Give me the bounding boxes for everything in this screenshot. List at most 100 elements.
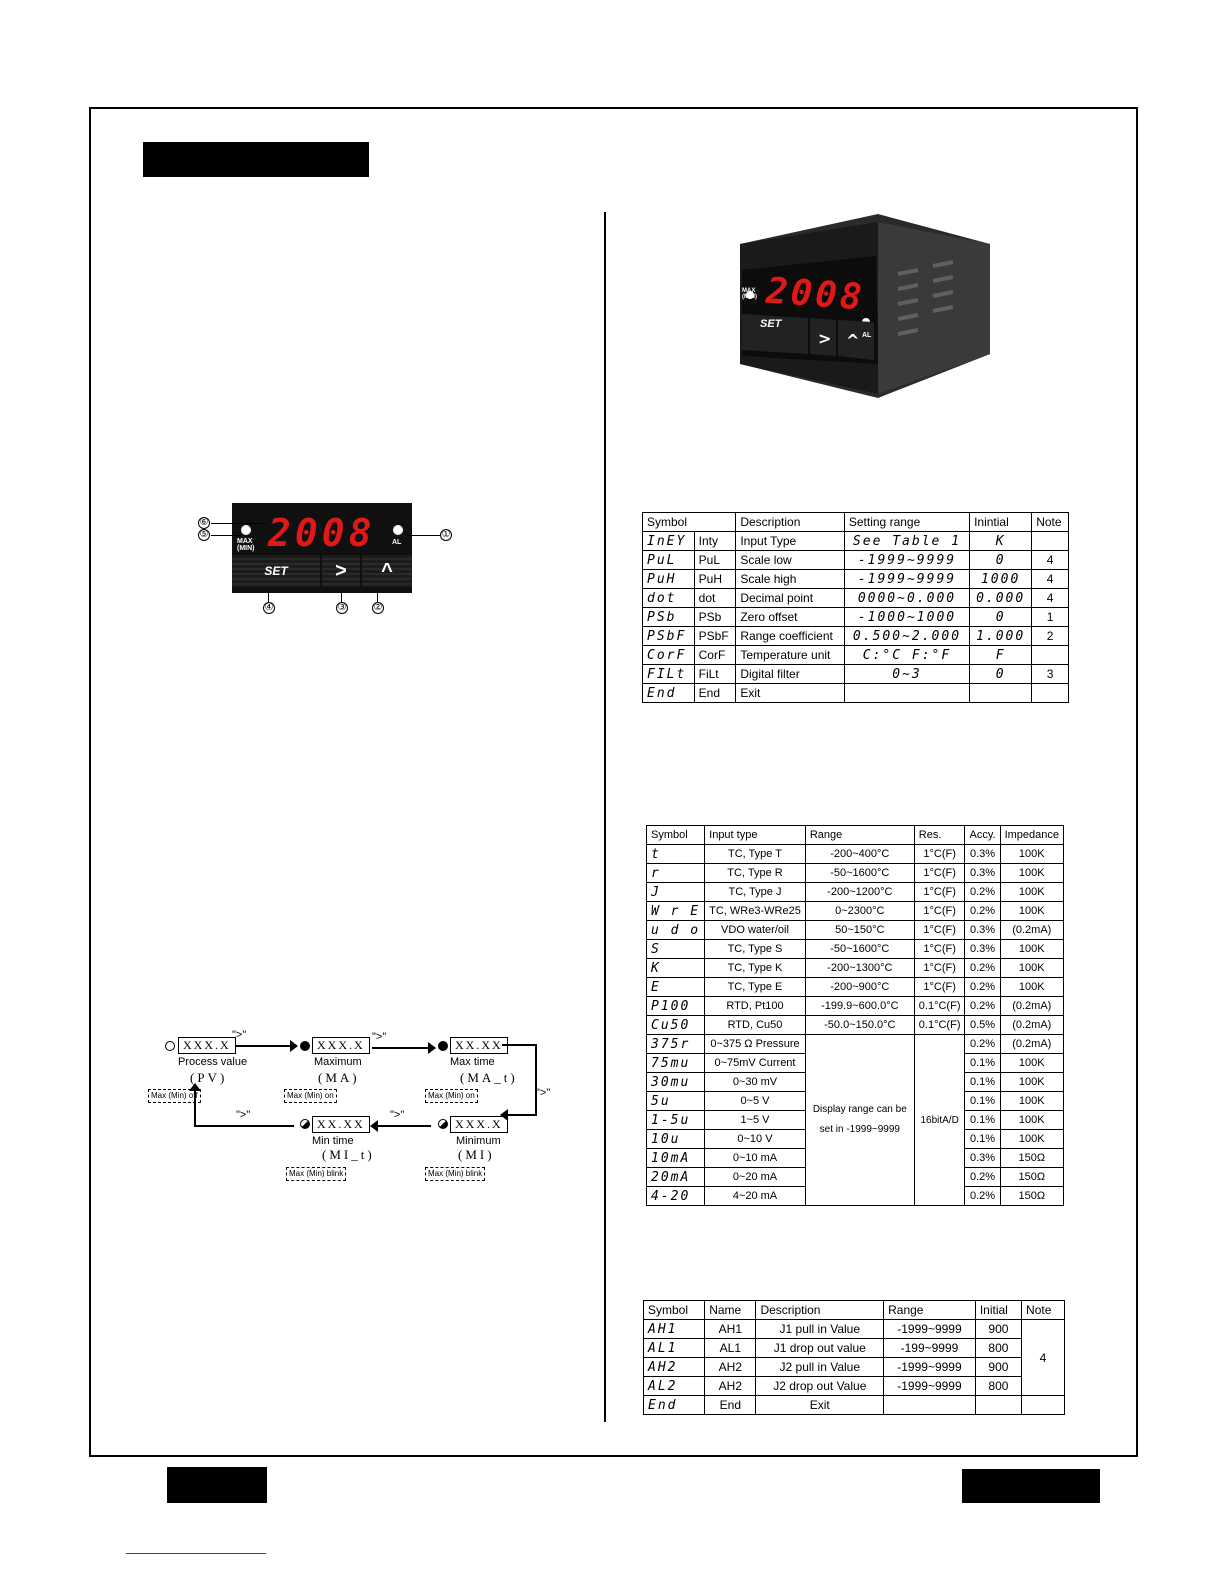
impedance-cell: (0.2mA) [999,996,1065,1016]
footer-link-underline[interactable] [126,1553,266,1554]
accy-cell: 0.1% [964,1129,1001,1149]
name-cell: AH2 [704,1376,757,1396]
symbol-cell: FILt [642,664,695,684]
panel-display: 2008 [268,511,376,555]
note-cell: 4 [1031,569,1069,589]
impedance-cell: (0.2mA) [999,1034,1065,1054]
device-set-label: SET [760,318,782,330]
input-type-cell: TC, Type E [704,977,806,997]
name-cell: PSb [693,607,737,627]
accy-cell: 0.1% [964,1072,1001,1092]
range-cell: 0000~0.000 [843,588,971,608]
name-cell: PuH [693,569,737,589]
col-range: Range [804,825,915,845]
note-cell [1031,645,1069,665]
section-title-bar [143,142,369,177]
symbol-cell: 20mA [645,1167,706,1187]
range-cell: See Table 1 [843,531,971,551]
impedance-cell: 100K [999,1129,1065,1149]
led-off-icon [165,1041,175,1051]
callout-4: ④ [263,602,275,614]
initial-cell: K [969,531,1033,551]
device-al-label: AL [862,332,872,339]
impedance-cell: 100K [999,1110,1065,1130]
description-cell: Decimal point [735,588,845,608]
callout-1: ① [440,529,452,541]
symbol-cell: 75mu [645,1053,706,1073]
name-cell: End [693,683,737,703]
range-cell: -199~9999 [883,1338,976,1358]
res-cell: 0.1°C(F) [913,1015,966,1035]
max-sub: (MA) [318,1070,360,1085]
range-cell: -200~1200°C [804,882,915,902]
symbol-cell: 10mA [645,1148,706,1168]
note-cell [1021,1395,1065,1415]
input-type-cell: 0~30 mV [704,1072,806,1092]
accy-cell: 0.5% [964,1015,1001,1035]
table-header-row: Symbol Input type Range Res. Accy. Imped… [645,825,1065,845]
led-on-icon [300,1041,310,1051]
up-button[interactable]: ^ [362,555,412,587]
col-input-type: Input type [704,825,806,845]
set-button[interactable]: SET [232,555,320,587]
symbol-cell: P100 [645,996,706,1016]
input-type-cell: 0~75mV Current [704,1053,806,1073]
symbol-cell: PuH [642,569,695,589]
accy-cell: 0.3% [964,939,1001,959]
name-cell: AL1 [704,1338,757,1358]
max-min-label: MAX (MIN) [237,538,255,552]
arrow-left-icon [500,1109,508,1121]
note-cell: 4 [1031,550,1069,570]
accy-cell: 0.3% [964,863,1001,883]
name-cell: CorF [693,645,737,665]
range-cell: 0.500~2.000 [843,626,971,646]
res-cell: 0.1°C(F) [913,996,966,1016]
alarm-table: Symbol Name Description Range Initial No… [642,1300,1065,1415]
initial-cell [974,1395,1023,1415]
range-cell [883,1395,976,1415]
description-cell: J1 pull in Value [755,1319,885,1339]
input-type-cell: TC, Type T [704,844,806,864]
shift-button[interactable]: > [322,555,360,587]
symbol-cell: Cu50 [645,1015,706,1035]
table-header-row: Symbol Description Setting range Inintia… [641,512,1069,532]
symbol-cell: AH2 [642,1357,706,1377]
impedance-cell: 100K [999,939,1065,959]
input-type-cell: TC, Type R [704,863,806,883]
description-cell: Exit [735,683,845,703]
arrow-key-3: ">" [536,1087,551,1099]
max-time-sub: (MA_t) [460,1070,518,1085]
name-cell: PSbF [693,626,737,646]
callout-3: ③ [336,602,348,614]
description-cell: Zero offset [735,607,845,627]
impedance-cell: 100K [999,863,1065,883]
impedance-cell: 100K [999,1053,1065,1073]
min-time-title: Min time [312,1135,354,1147]
accy-cell: 0.1% [964,1110,1001,1130]
res-cell: 1°C(F) [913,901,966,921]
col-note: Note [1021,1300,1065,1320]
callout-6: ⑥ [198,517,210,529]
res-cell: 1°C(F) [913,882,966,902]
led-blink-icon [300,1119,310,1129]
symbol-cell: W r E [645,901,706,921]
range-cell: C:°C F:°F [843,645,971,665]
max-min-flow-diagram: XXX.X Process value (PV) Max (Min) off "… [140,1025,560,1185]
min-time-display-box: XX.XX [312,1116,370,1133]
accy-cell: 0.2% [964,882,1001,902]
range-cell: -1999~9999 [883,1376,976,1396]
max-min-led-icon [241,525,251,535]
impedance-cell: 100K [999,1072,1065,1092]
min-title: Minimum [456,1135,501,1147]
